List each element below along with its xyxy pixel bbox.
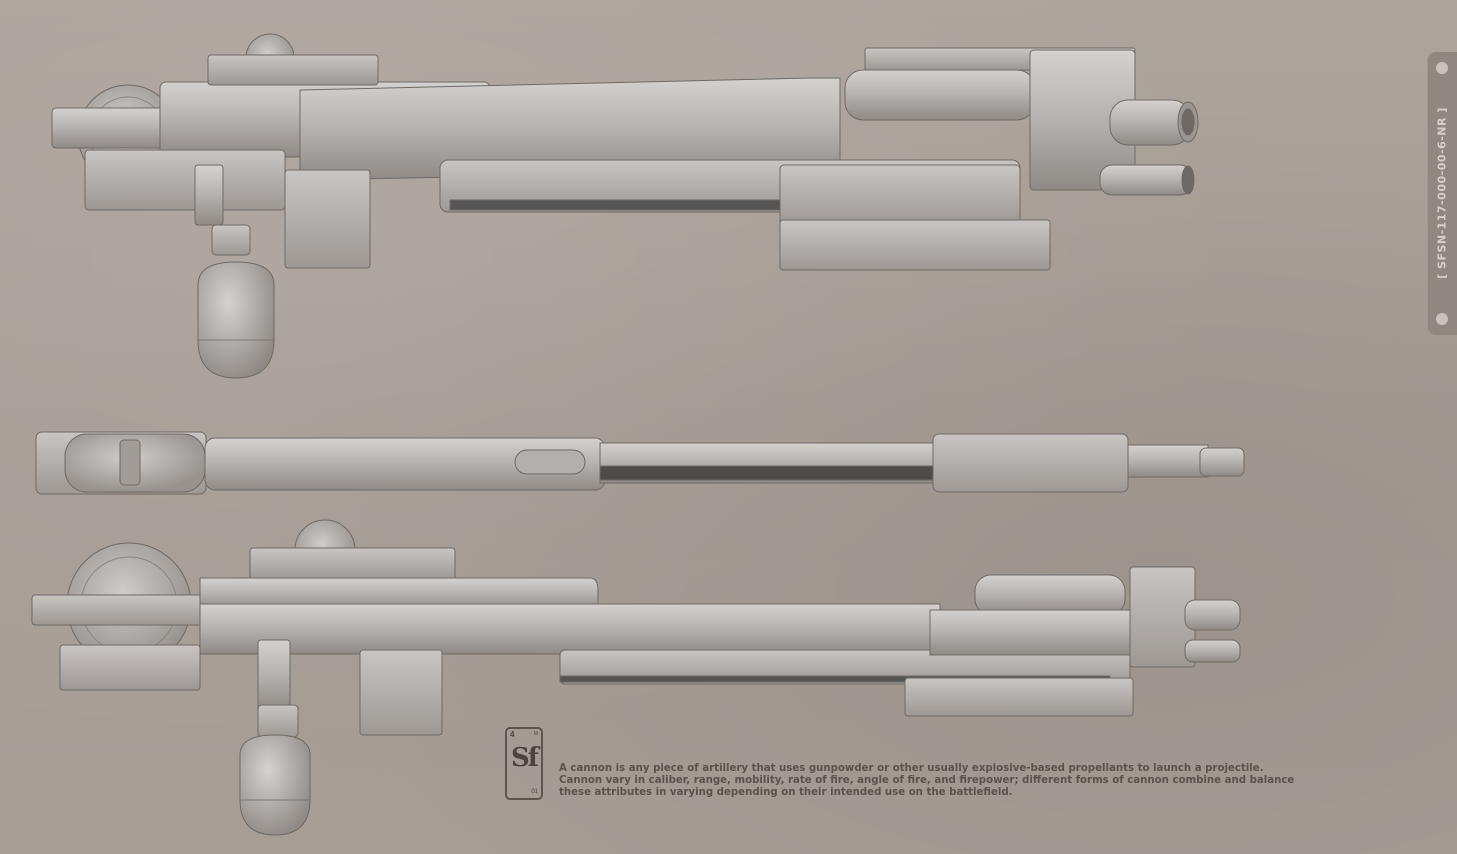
logo-number-top-left: 4 <box>510 730 515 739</box>
sf-logo: 4 M Sf 01 <box>505 727 543 800</box>
cannon-top-view <box>35 431 1245 495</box>
reference-side-tab: [ SFSN-117-000-00-6-NR ] <box>1427 52 1457 335</box>
caption-line: Cannon vary in caliber, range, mobility,… <box>559 775 1295 786</box>
reference-code: [ SFSN-117-000-00-6-NR ] <box>1435 107 1449 279</box>
tab-bottom-dot-icon <box>1436 313 1448 325</box>
cannon-side-view-top <box>51 33 1199 379</box>
cannon-side-view-bottom <box>31 519 1241 836</box>
description-caption: A cannon is any piece of artillery that … <box>559 763 1295 799</box>
caption-line: these attributes in varying depending on… <box>559 787 1013 798</box>
caption-line: A cannon is any piece of artillery that … <box>559 763 1264 774</box>
tab-top-dot-icon <box>1436 62 1448 74</box>
logo-mark: Sf <box>511 743 539 773</box>
logo-label-top-right: M <box>533 731 538 737</box>
logo-number-bottom-right: 01 <box>531 789 538 795</box>
